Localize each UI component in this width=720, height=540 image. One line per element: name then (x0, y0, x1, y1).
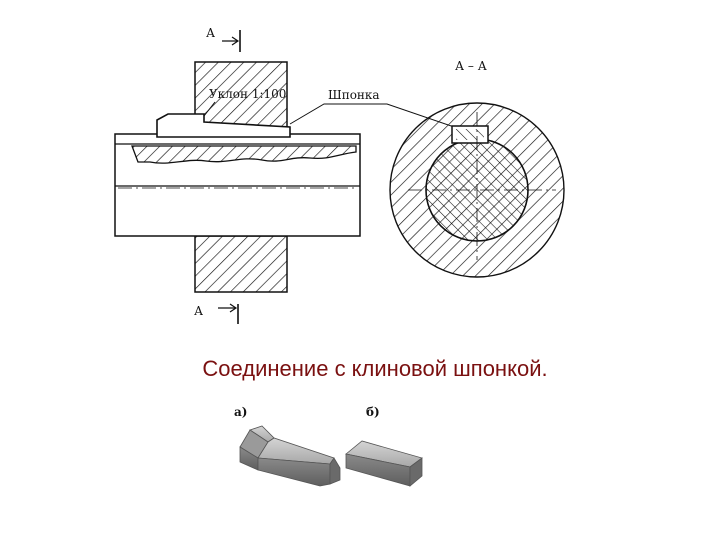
section-mark-top: А (206, 26, 215, 40)
longitudinal-view: А А Уклон 1:100 Шпонка (114, 26, 461, 324)
gib-head-key-model (239, 425, 341, 487)
key-label: Шпонка (328, 88, 380, 102)
wedge-key (156, 113, 291, 138)
variant-b-label: б) (366, 405, 380, 419)
section-title: А – А (455, 59, 487, 73)
key-variants: а) б) (234, 405, 423, 487)
hub-lower (194, 235, 288, 293)
section-mark-bottom: А (194, 304, 203, 318)
variant-a-label: а) (234, 405, 247, 419)
caption: Соединение с клиновой шпонкой. (202, 356, 548, 381)
slope-label: Уклон 1:100 (209, 87, 286, 101)
shaft-keyway-cut (131, 145, 357, 164)
cross-section-view: А – А (389, 59, 565, 278)
plain-wedge-key-model (345, 440, 423, 487)
